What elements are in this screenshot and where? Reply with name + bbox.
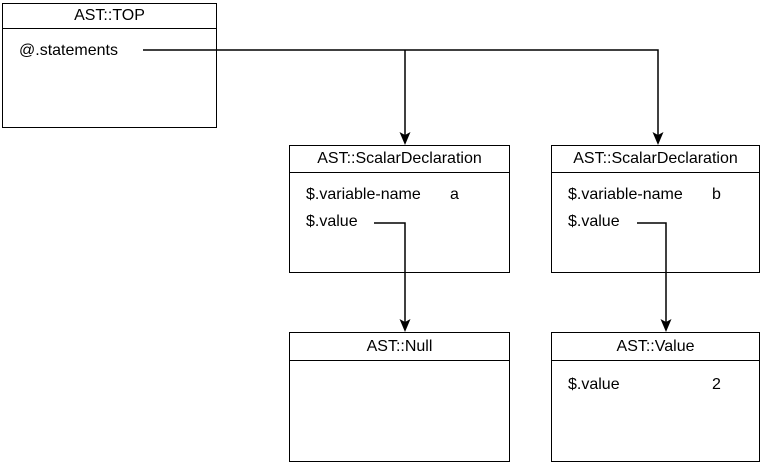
attr-row: @.statements (3, 37, 216, 64)
attr-row: $.value (552, 208, 759, 235)
node-title: AST::ScalarDeclaration (290, 146, 509, 173)
attr-row: $.value (290, 208, 509, 235)
node-ast-value: AST::Value $.value 2 (551, 332, 760, 462)
node-title: AST::Null (290, 333, 509, 361)
node-body: $.value 2 (552, 361, 759, 398)
attr-value: b (712, 186, 721, 203)
node-title: AST::Value (552, 333, 759, 361)
attr-name: $.value (568, 376, 620, 393)
edge-statements-main-line (143, 49, 659, 135)
attr-row: $.variable-name b (552, 181, 759, 208)
node-body: @.statements (3, 29, 216, 64)
node-scalar-declaration-b: AST::ScalarDeclaration $.variable-name b… (551, 145, 760, 273)
node-ast-top: AST::TOP @.statements (2, 3, 217, 128)
attr-value: 2 (712, 376, 721, 393)
arrowhead-to-null (399, 319, 411, 332)
attr-row: $.variable-name a (290, 181, 509, 208)
arrowhead-to-value (660, 319, 672, 332)
attr-name: $.variable-name (306, 186, 421, 203)
attr-value: a (450, 186, 459, 203)
node-scalar-declaration-a: AST::ScalarDeclaration $.variable-name a… (289, 145, 510, 273)
node-ast-null: AST::Null (289, 332, 510, 462)
arrowhead-to-scalar-b (652, 132, 664, 145)
attr-name: @.statements (19, 42, 118, 59)
attr-name: $.value (306, 213, 358, 230)
node-body: $.variable-name a $.value (290, 173, 509, 235)
attr-row: $.value 2 (552, 371, 759, 398)
node-title: AST::TOP (3, 4, 216, 29)
attr-name: $.value (568, 213, 620, 230)
node-body: $.variable-name b $.value (552, 173, 759, 235)
arrowhead-to-scalar-a (399, 132, 411, 145)
node-title: AST::ScalarDeclaration (552, 146, 759, 173)
attr-name: $.variable-name (568, 186, 683, 203)
